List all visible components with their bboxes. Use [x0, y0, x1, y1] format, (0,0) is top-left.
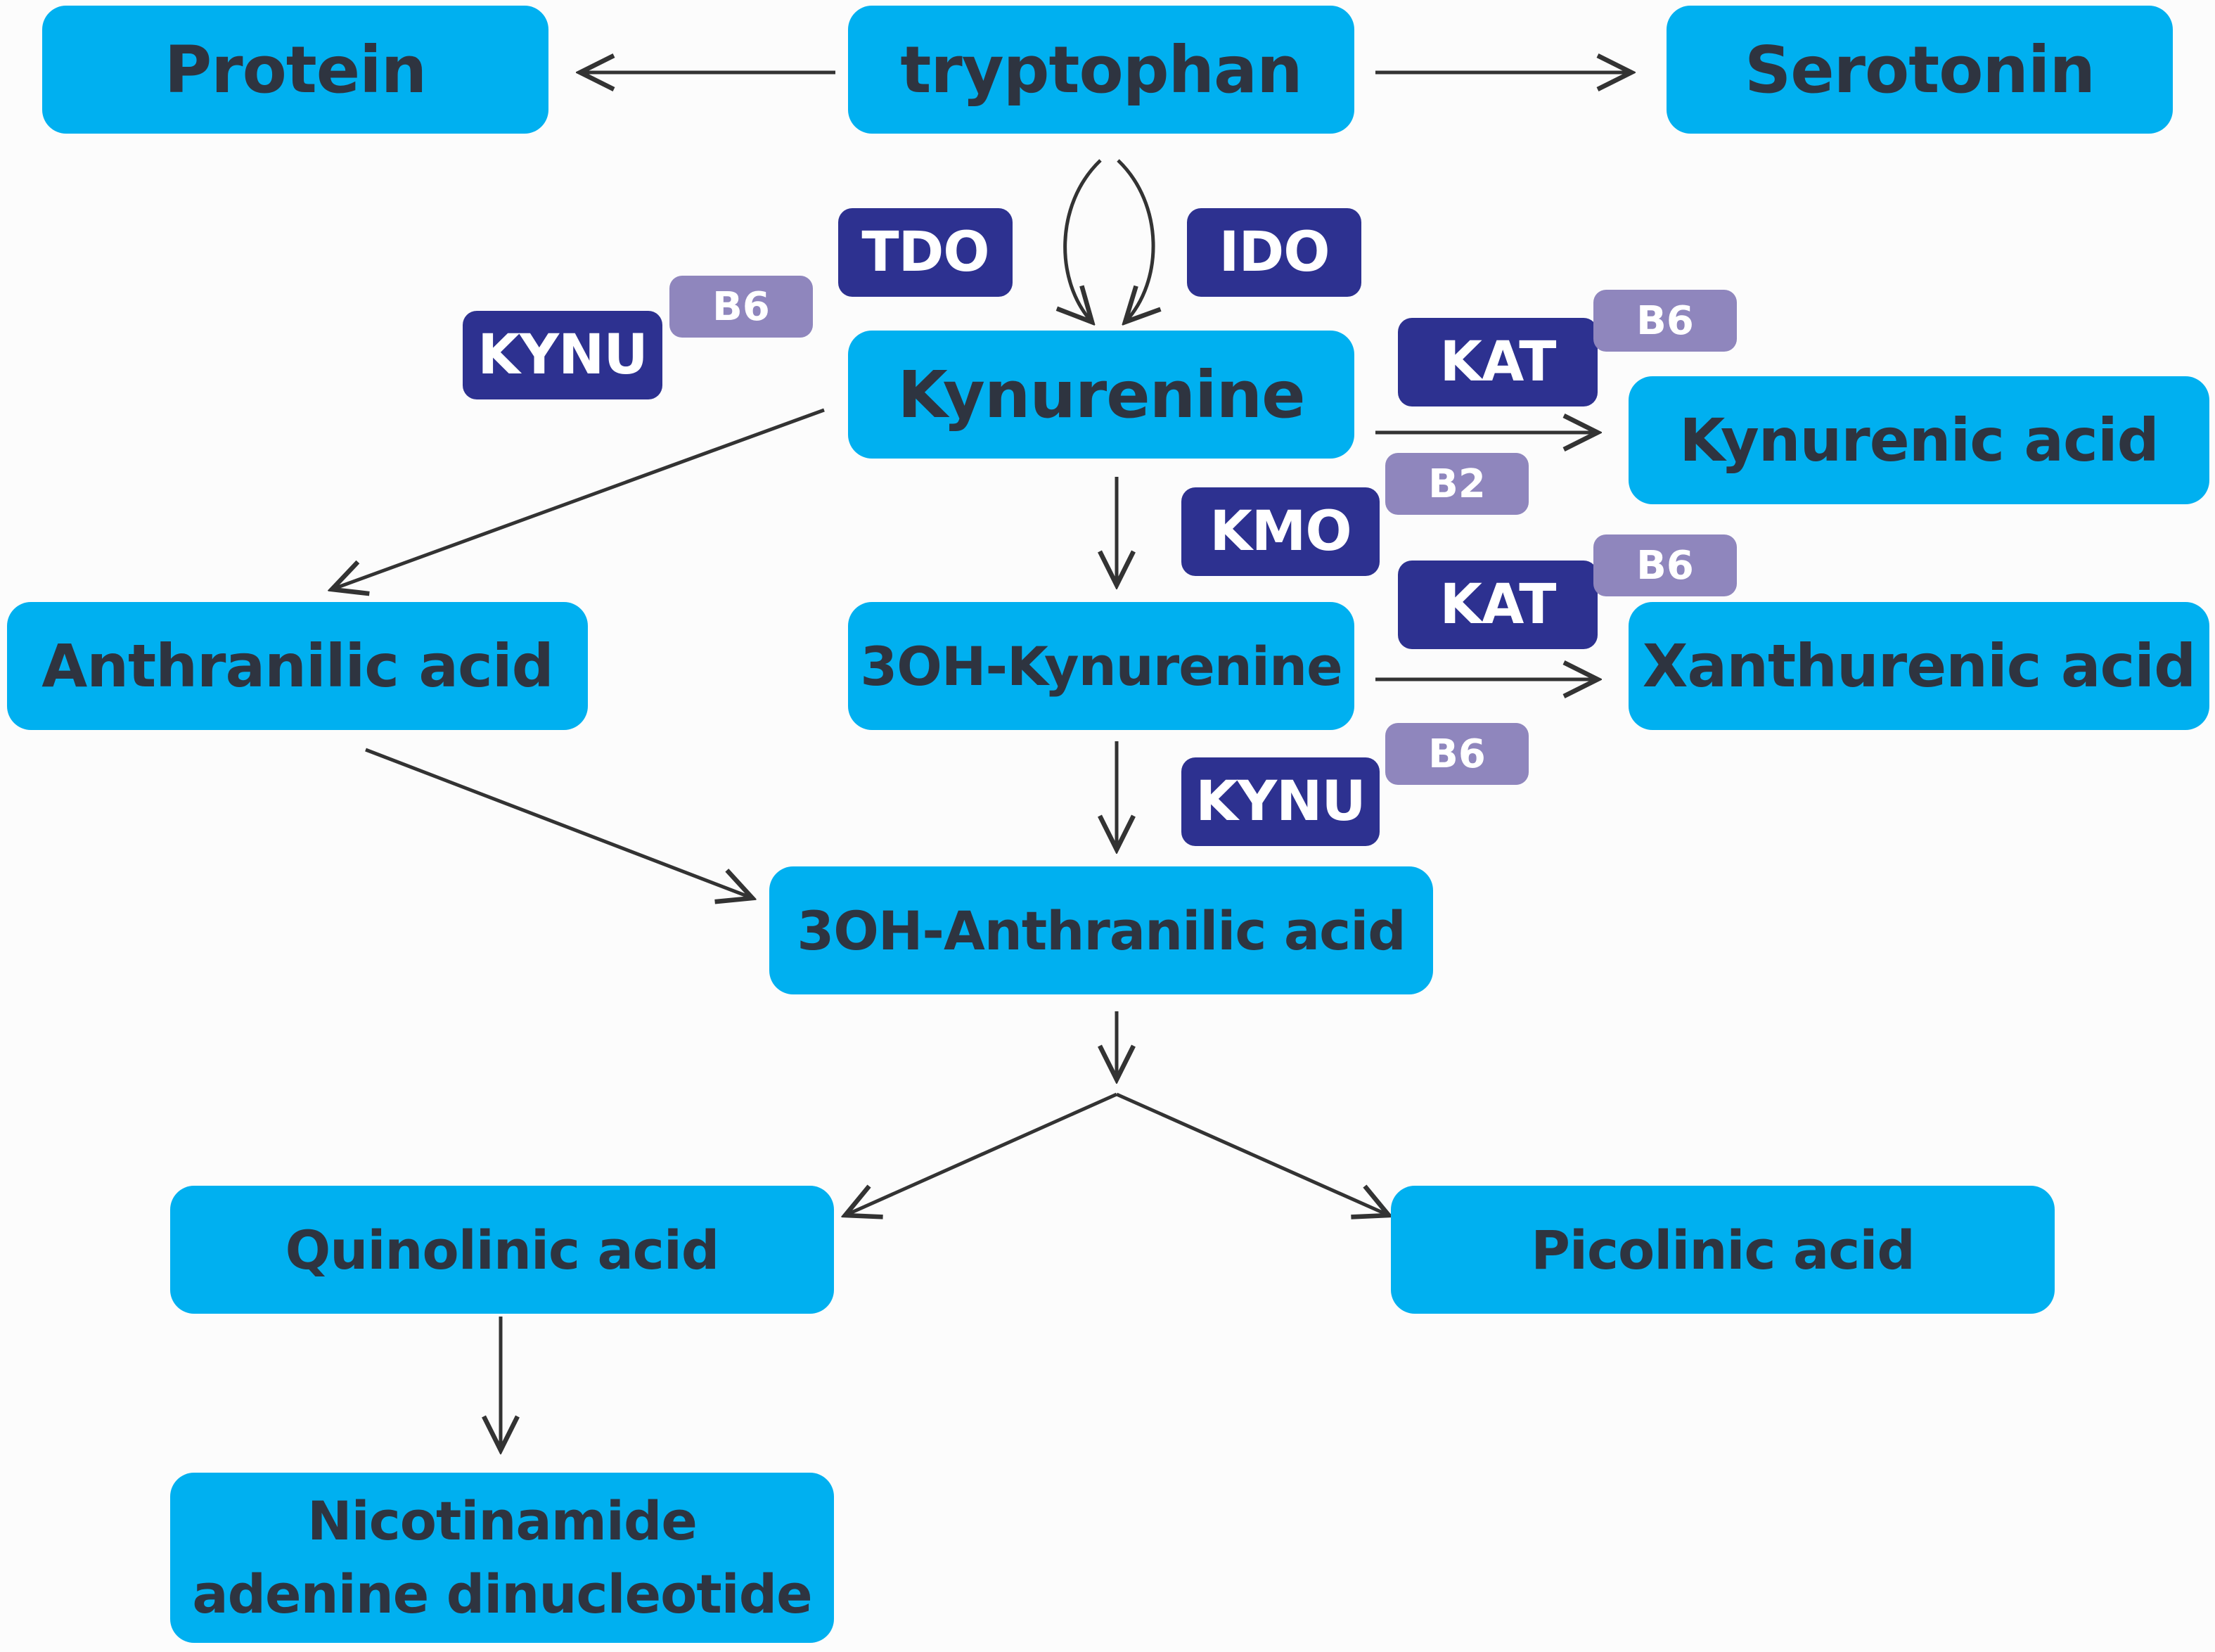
enzyme-kat-upper: KAT	[1398, 318, 1598, 406]
node-quinolinic-acid: Quinolinic acid	[170, 1186, 834, 1314]
arrow-branch-to-picolinic-acid	[1115, 1092, 1389, 1215]
arrow-branch-to-quinolinic-acid	[845, 1092, 1118, 1215]
enzyme-ido: IDO	[1187, 208, 1361, 297]
enzyme-kat-lower: KAT	[1398, 561, 1598, 649]
enzyme-kynu-left: KYNU	[463, 311, 662, 399]
node-picolinic-acid: Picolinic acid	[1391, 1186, 2055, 1314]
node-tryptophan: tryptophan	[848, 6, 1354, 134]
node-anthranilic-acid: Anthranilic acid	[7, 602, 588, 730]
arrow-tryptophan-to-kynurenine-right	[1117, 159, 1153, 322]
enzyme-tdo: TDO	[838, 208, 1013, 297]
node-3oh-anthranilic-acid: 3OH-Anthranilic acid	[769, 866, 1433, 994]
enzyme-kmo: KMO	[1181, 487, 1380, 576]
cofactor-b6-kynu-left: B6	[669, 276, 813, 338]
node-kynurenic-acid: Kynurenic acid	[1629, 376, 2209, 504]
arrow-anthranilic-acid-to-3oh-anthranilic-acid	[365, 748, 752, 898]
node-xanthurenic-acid: Xanthurenic acid	[1629, 602, 2209, 730]
arrow-kynurenine-to-anthranilic-acid	[332, 408, 825, 589]
cofactor-b6-kat-upper: B6	[1593, 290, 1737, 352]
node-protein: Protein	[42, 6, 548, 134]
node-serotonin: Serotonin	[1667, 6, 2173, 134]
cofactor-b6-kat-lower: B6	[1593, 534, 1737, 596]
cofactor-b6-kynu-lower: B6	[1385, 723, 1529, 785]
node-kynurenine: Kynurenine	[848, 331, 1354, 459]
node-nicotinamide-adenine-dinucleotide: Nicotinamide adenine dinucleotide	[170, 1473, 834, 1643]
cofactor-b2-kmo: B2	[1385, 453, 1529, 515]
node-3oh-kynurenine: 3OH-Kynurenine	[848, 602, 1354, 730]
arrow-tryptophan-to-kynurenine-left	[1065, 159, 1102, 322]
enzyme-kynu-lower: KYNU	[1181, 757, 1380, 846]
